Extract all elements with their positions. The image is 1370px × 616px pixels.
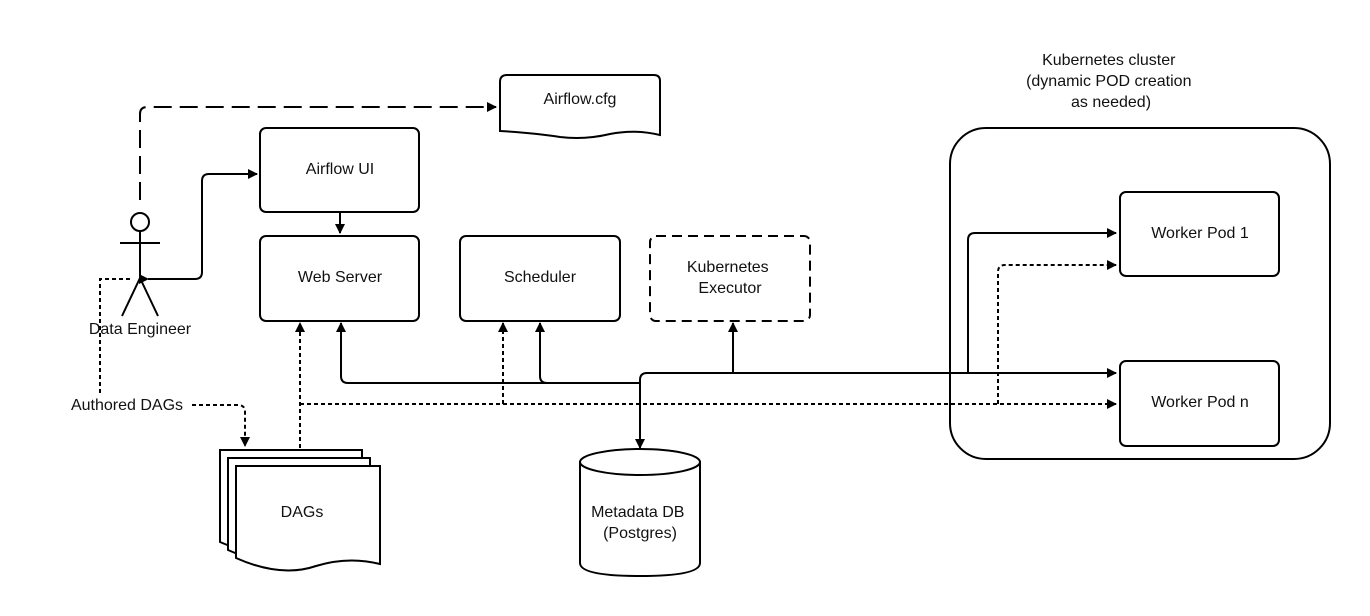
worker-pod-1-label: Worker Pod 1 [1151,225,1249,242]
kubernetes-cluster-title-line3: as needed) [1071,94,1151,111]
executor-to-worker-pod-1-connector [967,228,1117,373]
engineer-to-authored-dags-connector [99,278,130,395]
airflow-cfg-label: Airflow.cfg [544,91,617,108]
dags-document-stack [219,449,381,572]
kubernetes-executor-label-line1: Kubernetes [687,259,769,276]
engineer-ui-connector [139,169,258,284]
airflow-cfg-document [499,74,661,139]
web-server-box [259,235,420,322]
data-engineer-actor [120,212,160,317]
scheduler-db-connector [535,322,640,384]
dags-to-scheduler-connector [300,322,508,405]
kubernetes-cluster-title-line1: Kubernetes cluster [1042,52,1176,69]
scheduler-label: Scheduler [504,269,577,286]
engineer-to-config-connector [139,102,497,200]
kubernetes-executor-label-line2: Executor [698,280,762,297]
metadata-db-label-line1: Metadata DB [591,504,684,521]
metadata-db-cylinder [579,448,701,578]
airflow-ui-box [259,127,420,213]
executor-bus-connector [639,372,733,383]
kubernetes-cluster-title: Kubernetes cluster (dynamic POD creation… [1026,52,1196,111]
kubernetes-executor-box [649,235,811,322]
dags-label: DAGs [281,504,324,521]
worker-pod-n-box [1119,360,1280,447]
scheduler-box [459,235,621,322]
data-engineer-label: Data Engineer [89,321,192,338]
authored-dags-label-bg [62,394,192,414]
worker-pod-1-box [1119,191,1280,277]
kubernetes-cluster-box [949,127,1331,460]
kubernetes-cluster-title-line2: (dynamic POD creation [1026,73,1191,90]
metadata-db-label-line2: (Postgres) [603,525,677,542]
webserver-db-connector [336,322,640,384]
web-server-label: Web Server [298,269,383,286]
worker-pod-n-label: Worker Pod n [1151,394,1249,411]
kubernetes-executor-label: Kubernetes Executor [687,259,773,297]
dags-to-worker-pod-1-connector [997,260,1117,404]
airflow-ui-label: Airflow UI [306,161,374,178]
authored-dags-to-dags-connector [192,404,250,447]
metadata-db-label: Metadata DB (Postgres) [591,504,689,542]
authored-dags-label: Authored DAGs [71,397,183,414]
